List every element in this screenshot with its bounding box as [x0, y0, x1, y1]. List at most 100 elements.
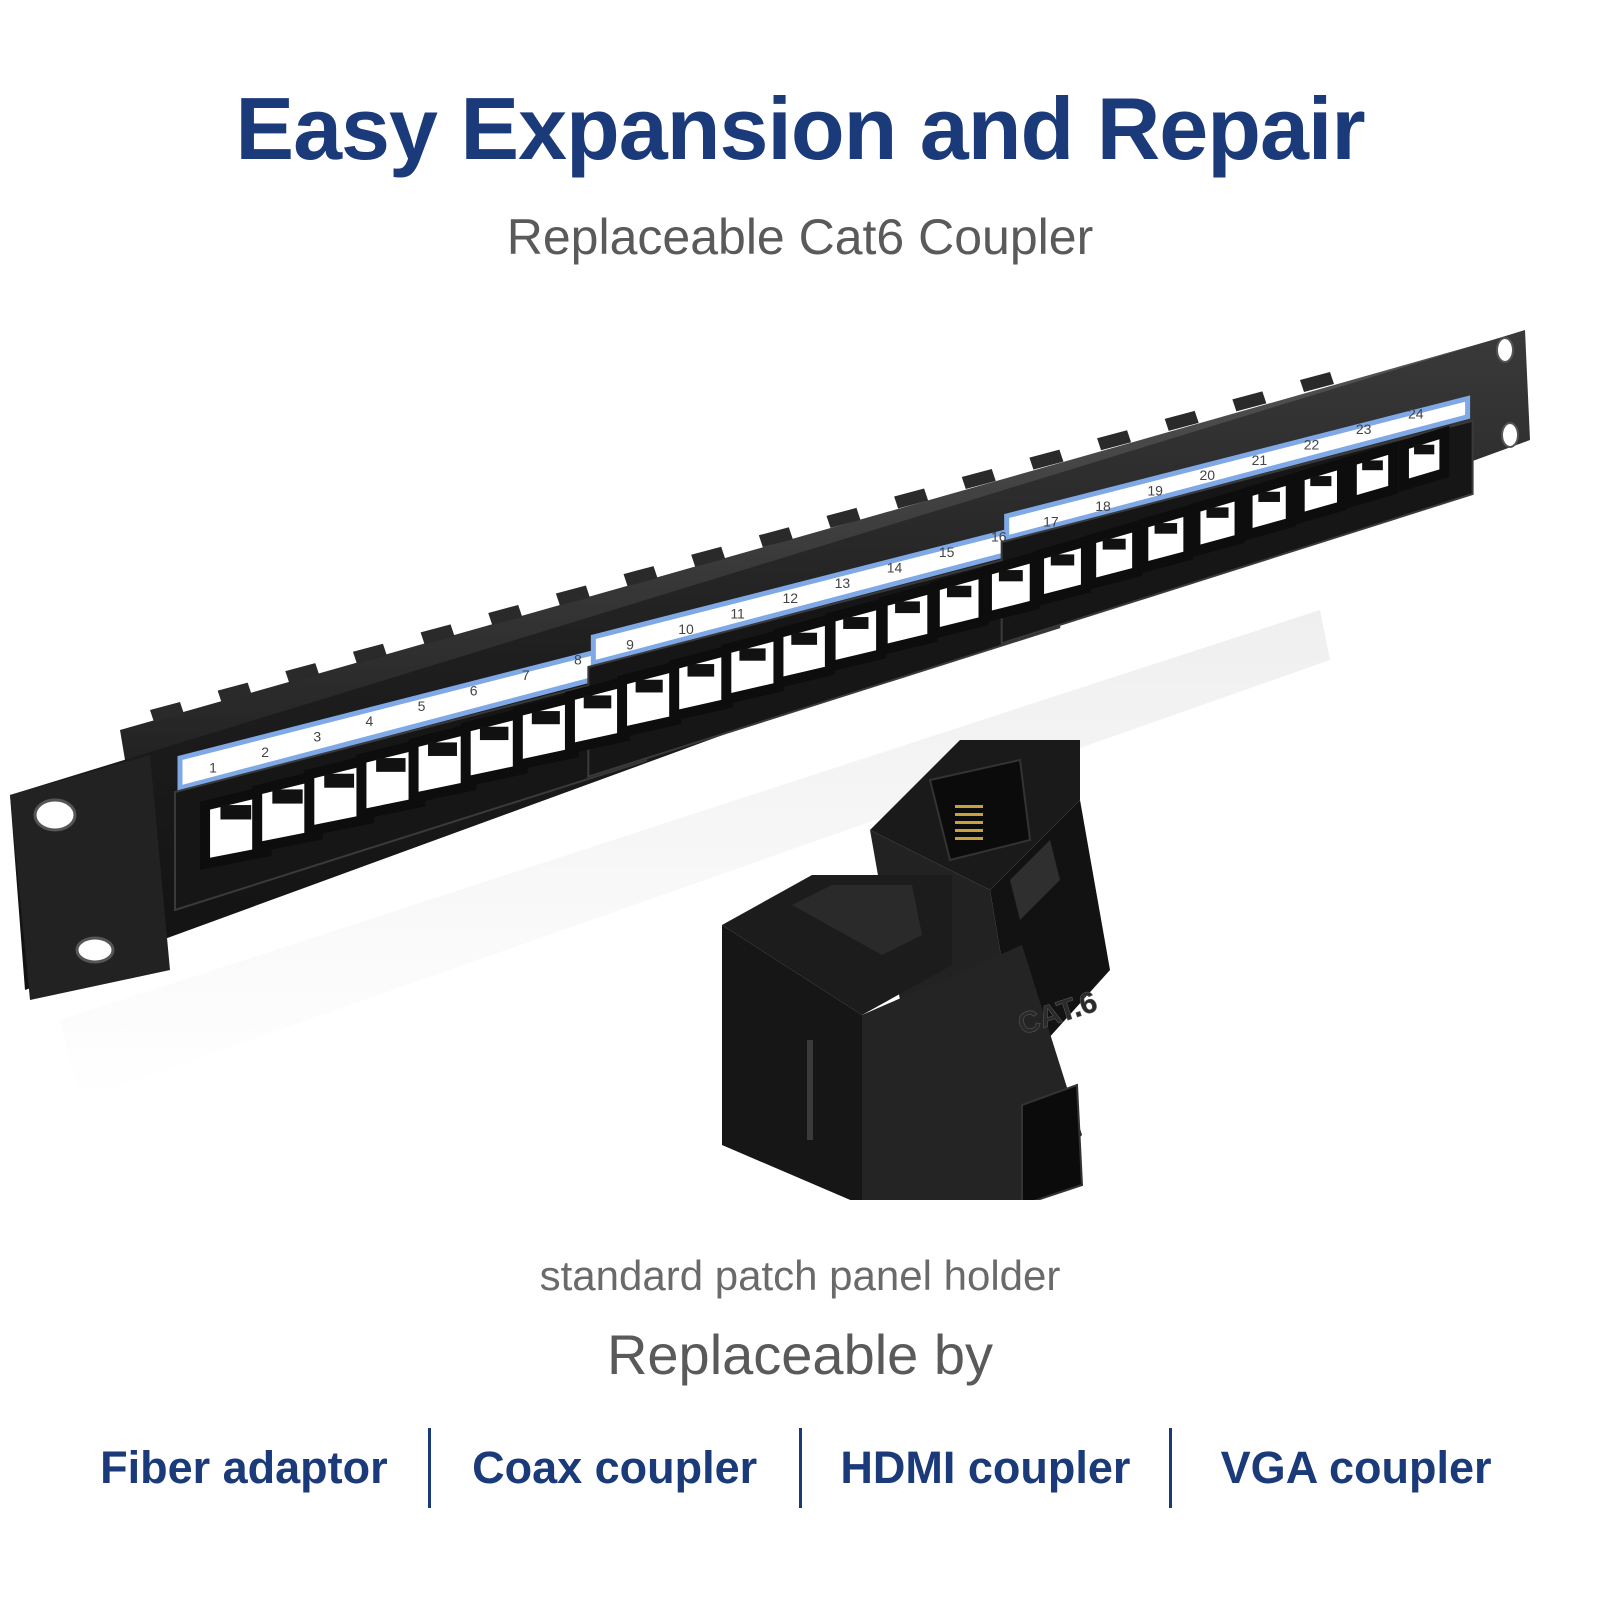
- keystone-port: [564, 675, 631, 755]
- latch-tab: [792, 885, 922, 955]
- port-number-label: 23: [1356, 421, 1372, 437]
- rear-fin: [894, 488, 929, 509]
- rear-fin: [352, 643, 387, 664]
- keystone-port: [1086, 519, 1143, 591]
- port-number-label: 2: [261, 744, 269, 760]
- port-latch-slot: [428, 742, 457, 756]
- port-latch-slot: [687, 664, 715, 677]
- port-number-label: 24: [1408, 406, 1424, 422]
- mount-hole-top-left: [33, 798, 77, 832]
- port-label-strip: [1004, 395, 1471, 542]
- keystone-port: [981, 550, 1040, 624]
- port-latch-slot: [220, 805, 252, 820]
- port-latch-slot: [946, 585, 972, 598]
- port-number-label: 21: [1252, 452, 1268, 468]
- mount-hole-bottom-right: [1501, 422, 1519, 448]
- port-number-label: 15: [939, 544, 955, 560]
- port-latch-slot: [635, 679, 663, 693]
- rear-fin: [285, 663, 320, 684]
- keystone-port: [877, 581, 938, 657]
- rear-fin: [1097, 430, 1132, 451]
- rear-fin: [1164, 410, 1199, 431]
- keystone-port: [929, 566, 989, 640]
- keystone-port: [1398, 425, 1450, 492]
- divider: [1169, 1428, 1173, 1508]
- rear-fin: [488, 604, 523, 625]
- mount-hole-top-right: [1496, 337, 1514, 363]
- option-hdmi-coupler: HDMI coupler: [840, 1442, 1131, 1493]
- port-number-label: 5: [418, 698, 426, 714]
- rear-fin: [961, 469, 996, 490]
- rear-fin: [623, 566, 658, 587]
- port-latch-slot: [1310, 476, 1332, 487]
- port-latch-slot: [843, 617, 869, 629]
- port-number-label: 1: [209, 759, 217, 775]
- page-subtitle: Replaceable Cat6 Coupler: [506, 209, 1094, 265]
- rear-fin: [217, 682, 252, 703]
- port-latch-slot: [895, 601, 920, 614]
- coupler-front: CAT.6: [722, 875, 1102, 1200]
- note-holder: standard patch panel holder: [539, 1252, 1061, 1299]
- port-number-label: 8: [574, 652, 582, 668]
- port-latch-slot: [739, 648, 766, 661]
- port-number-label: 7: [522, 667, 530, 683]
- port-latch-slot: [1414, 444, 1435, 455]
- port-latch-slot: [791, 632, 818, 645]
- port-latch-slot: [1102, 538, 1126, 550]
- port-number-label: 22: [1304, 436, 1320, 452]
- port-latch-slot: [376, 758, 406, 772]
- port-latch-slot: [272, 789, 303, 804]
- keystone-port: [721, 628, 784, 706]
- port-latch-slot: [1154, 523, 1178, 534]
- port-latch-slot: [998, 570, 1023, 582]
- port-number-label: 13: [835, 575, 851, 591]
- keystone-port: [1346, 441, 1399, 509]
- note-replaceable: Replaceable by: [606, 1323, 994, 1386]
- panel-left-ear: [10, 755, 170, 1000]
- replacement-options: Fiber adaptor Coax coupler HDMI coupler …: [60, 1428, 1540, 1508]
- rear-fin: [758, 527, 793, 548]
- option-fiber-adaptor: Fiber adaptor: [100, 1442, 388, 1493]
- keystone-port: [1190, 488, 1245, 558]
- keystone-port: [773, 612, 835, 690]
- port-latch-slot: [1050, 554, 1075, 566]
- port-number-label: 12: [782, 590, 798, 606]
- patch-panel-image: 123456789101112131415161718192021222324 …: [10, 330, 1530, 1200]
- rear-fin: [1029, 449, 1064, 470]
- port-latch-slot: [1206, 507, 1229, 518]
- keystone-port: [1138, 503, 1194, 575]
- divider: [427, 1428, 431, 1508]
- keystone-port: [825, 597, 887, 673]
- port-number-label: 18: [1095, 498, 1111, 514]
- port-number-label: 14: [887, 559, 903, 575]
- divider: [798, 1428, 802, 1508]
- rear-fin: [826, 507, 861, 528]
- port-number-label: 20: [1199, 467, 1215, 483]
- rear-fins: [150, 372, 1334, 722]
- rear-fin: [1232, 391, 1267, 412]
- rear-fin: [1300, 372, 1334, 392]
- port-number-label: 11: [730, 606, 745, 622]
- rj45-socket: [928, 758, 1032, 862]
- port-number-label: 9: [626, 636, 634, 652]
- keystone-port: [1242, 472, 1296, 542]
- port-latch-slot: [479, 726, 509, 741]
- port-number-label: 6: [470, 682, 478, 698]
- panel-reflection: [60, 610, 1330, 1100]
- port-number-label: 19: [1147, 483, 1163, 499]
- mount-hole-bottom-left: [75, 936, 115, 964]
- port-latch-slot: [1362, 460, 1383, 471]
- port-number-label: 10: [678, 621, 694, 637]
- port-latch-slot: [1258, 491, 1280, 502]
- rear-fin: [555, 585, 590, 606]
- rear-fin: [691, 546, 726, 567]
- keystone-port: [1294, 456, 1347, 525]
- port-latch-slot: [531, 711, 560, 725]
- port-latch-slot: [324, 773, 355, 788]
- port-latch-slot: [583, 695, 612, 709]
- keystone-port: [1034, 534, 1091, 607]
- keystone-port: [669, 644, 733, 722]
- rear-fin: [420, 624, 455, 645]
- port-number-label: 4: [365, 713, 373, 729]
- option-coax-coupler: Coax coupler: [472, 1442, 758, 1493]
